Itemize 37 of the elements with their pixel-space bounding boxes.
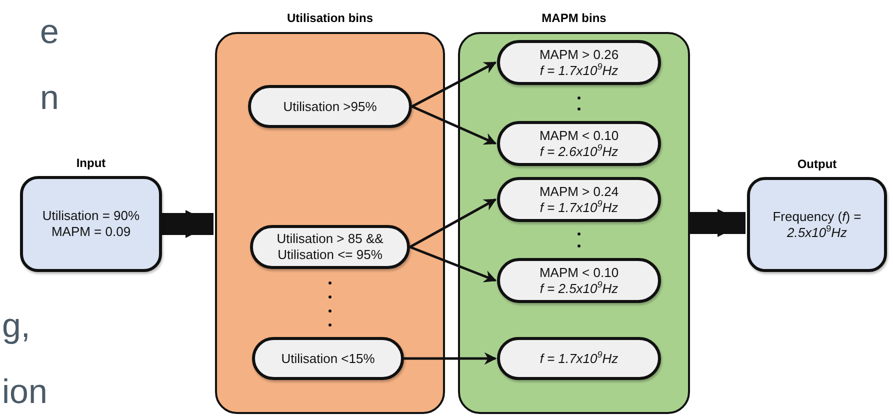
slide-text-fragment: ion	[2, 372, 48, 412]
condition-text: MAPM < 0.10	[539, 264, 619, 280]
condition-pill	[497, 337, 661, 380]
condition-pill	[497, 121, 661, 166]
thick-arrow	[690, 209, 746, 237]
heading: MAPM bins	[540, 11, 608, 25]
condition-pill	[252, 337, 404, 380]
arrow	[410, 246, 497, 282]
condition-pill	[250, 225, 410, 269]
arrow	[404, 352, 497, 365]
condition-text: Frequency (f) = 2.5x10$^{9}$Hz	[772, 208, 862, 240]
condition-text: f = 1.7x10$^{9}$Hz	[540, 62, 618, 78]
arrow	[411, 61, 497, 108]
arrow	[412, 105, 497, 145]
slide-text-fragment: n	[40, 78, 59, 118]
heading: Output	[796, 157, 838, 171]
condition-pill	[497, 258, 661, 303]
condition-text: Utilisation >95%	[283, 98, 377, 114]
condition-text: f = 2.6x10$^{9}$Hz	[540, 144, 618, 160]
condition-text: MAPM < 0.10	[539, 128, 619, 144]
condition-pill	[497, 177, 661, 222]
condition-text: MAPM > 0.24	[539, 184, 619, 200]
condition-text: MAPM > 0.26	[539, 46, 619, 62]
slide-text-fragment: e	[40, 12, 59, 52]
heading: Utilisation bins	[286, 11, 374, 25]
slide-text-fragment: g,	[2, 306, 30, 346]
condition-pill	[248, 85, 412, 128]
condition-pill	[497, 40, 661, 85]
heading: Input	[75, 156, 107, 170]
condition-text: f = 1.7x10$^{9}$Hz	[540, 350, 618, 366]
condition-text: Utilisation <15%	[281, 350, 375, 366]
arrow	[409, 198, 497, 248]
condition-text: Utilisation > 85 && Utilisation <= 95%	[276, 231, 384, 263]
thick-arrow	[162, 210, 214, 238]
condition-text: f = 2.5x10$^{9}$Hz	[540, 280, 618, 296]
condition-text: f = 1.7x10$^{9}$Hz	[540, 200, 618, 216]
condition-text: Utilisation = 90% MAPM = 0.09	[41, 208, 141, 240]
